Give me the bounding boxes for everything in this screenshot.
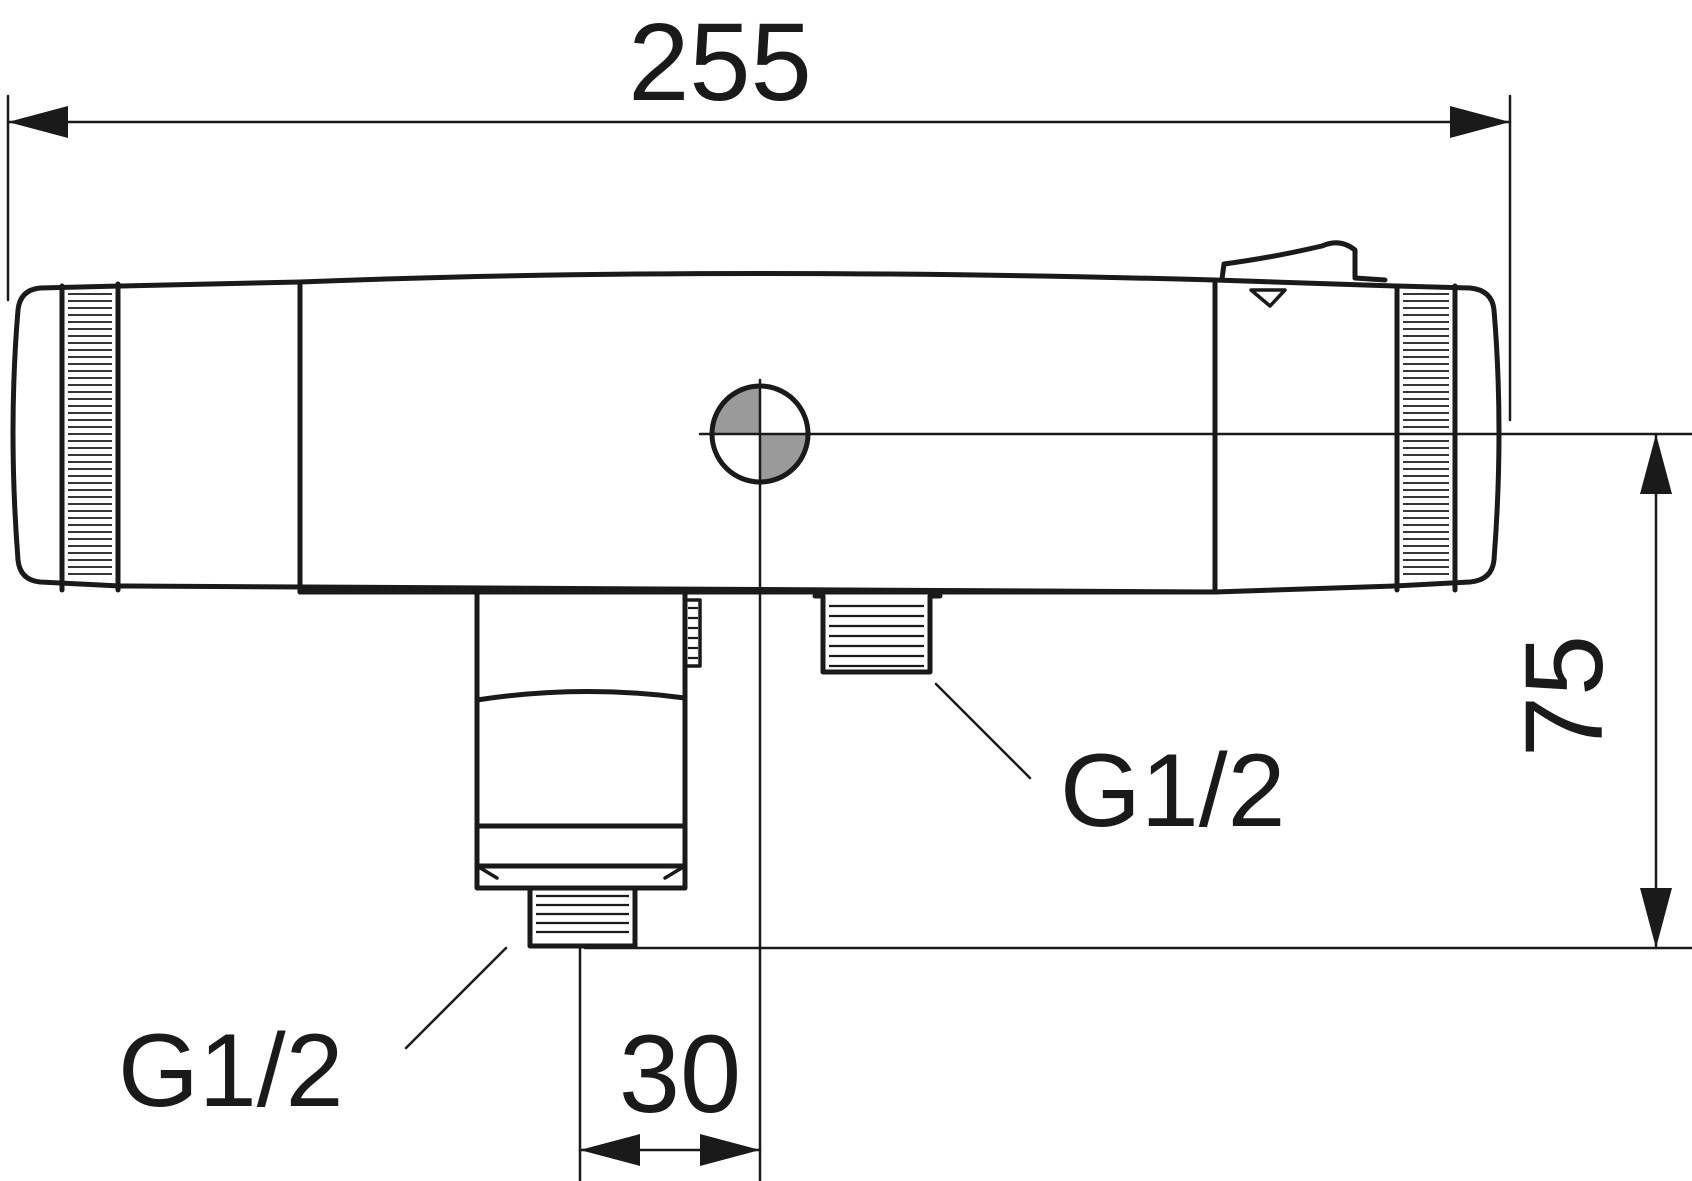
- indicator-triangle: [1249, 288, 1287, 308]
- right-outlet: [812, 593, 943, 675]
- leader-bottom-thread: [404, 946, 508, 1050]
- left-end-cap: [10, 283, 123, 589]
- mixer-body: [10, 240, 1502, 595]
- body-outline: [117, 270, 1218, 595]
- bottom-outlet: [474, 589, 702, 949]
- right-grip-knurling: [1403, 293, 1449, 575]
- thread-label-right: G1/2: [1060, 733, 1285, 849]
- bottom-thread-ribs: [536, 894, 629, 934]
- leader-right-thread: [934, 682, 1032, 780]
- dimension-height-label: 75: [1503, 635, 1626, 757]
- left-grip-knurling: [68, 293, 112, 575]
- dimension-width-label: 255: [628, 1, 812, 124]
- side-thread-ribs: [688, 606, 698, 660]
- right-end-cap: [1212, 277, 1502, 595]
- dimension-offset-label: 30: [619, 1013, 741, 1136]
- right-thread-ribs: [829, 604, 924, 668]
- thread-label-bottom: G1/2: [118, 1013, 343, 1129]
- lever-handle: [1219, 240, 1358, 282]
- dimension-lines: [6, 94, 1692, 1181]
